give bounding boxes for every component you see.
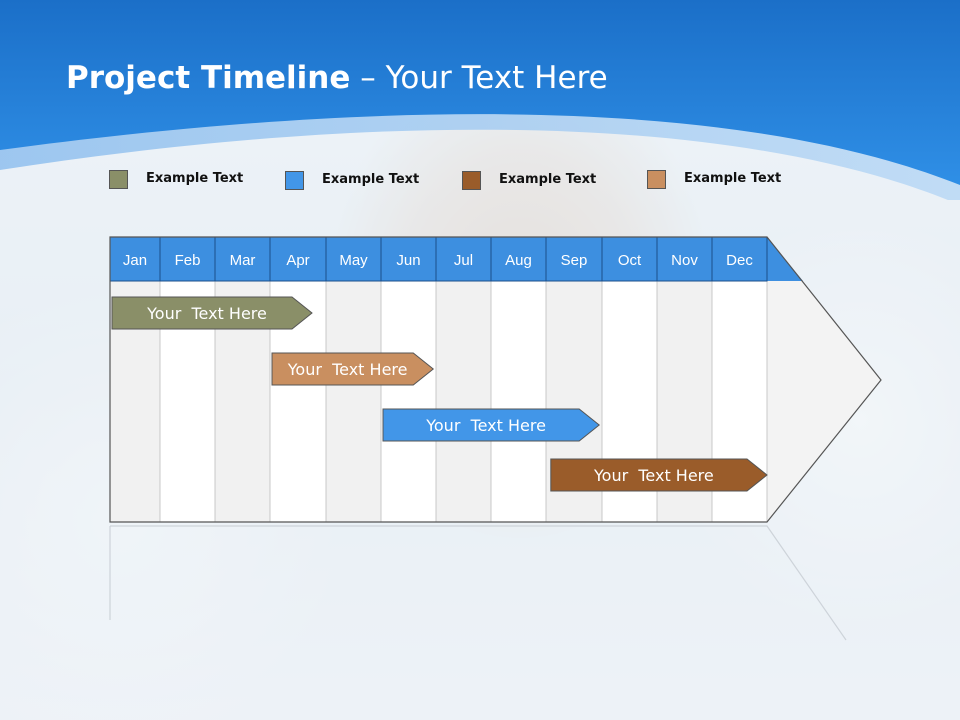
task-label: Your Text Here — [593, 466, 714, 485]
month-label: Nov — [671, 252, 698, 269]
month-column — [435, 280, 492, 523]
month-label: Oct — [618, 252, 642, 269]
month-label: Dec — [726, 252, 753, 269]
month-column — [490, 280, 547, 523]
timeline-reflection — [110, 525, 847, 641]
header-banner: Project Timeline – Your Text Here — [0, 0, 960, 200]
month-label: Apr — [286, 252, 309, 269]
task-label: Your Text Here — [425, 416, 546, 435]
month-column — [380, 280, 437, 523]
month-label: Jul — [454, 252, 473, 269]
task-bar — [271, 352, 435, 386]
task-bar — [382, 408, 601, 442]
timeline-outline — [109, 236, 882, 523]
legend-label: Example Text — [146, 171, 244, 186]
month-header-band — [110, 237, 803, 281]
legend-label: Example Text — [499, 172, 597, 187]
month-label: Jun — [396, 252, 420, 269]
month-label: Mar — [230, 252, 256, 269]
month-label: Sep — [561, 252, 588, 269]
page-title: Project Timeline – Your Text Here — [66, 60, 608, 96]
task-label: Your Text Here — [146, 304, 267, 323]
task-label: Your Text Here — [287, 360, 408, 379]
header-wave — [0, 0, 960, 200]
title-bold: Project Timeline — [66, 60, 351, 96]
legend-label: Example Text — [322, 172, 420, 187]
month-label: May — [339, 252, 368, 269]
month-column — [325, 280, 382, 523]
month-label: Feb — [175, 252, 201, 269]
legend-swatch-tan — [647, 170, 666, 189]
title-subtitle: – Your Text Here — [350, 60, 608, 96]
legend-label: Example Text — [684, 171, 782, 186]
legend-swatch-brown — [462, 171, 481, 190]
legend-swatch-blue — [285, 171, 304, 190]
legend-swatch-green — [109, 170, 128, 189]
task-bar — [111, 296, 313, 330]
task-bar — [550, 458, 768, 492]
month-label: Aug — [505, 252, 532, 269]
month-label: Jan — [123, 252, 147, 269]
